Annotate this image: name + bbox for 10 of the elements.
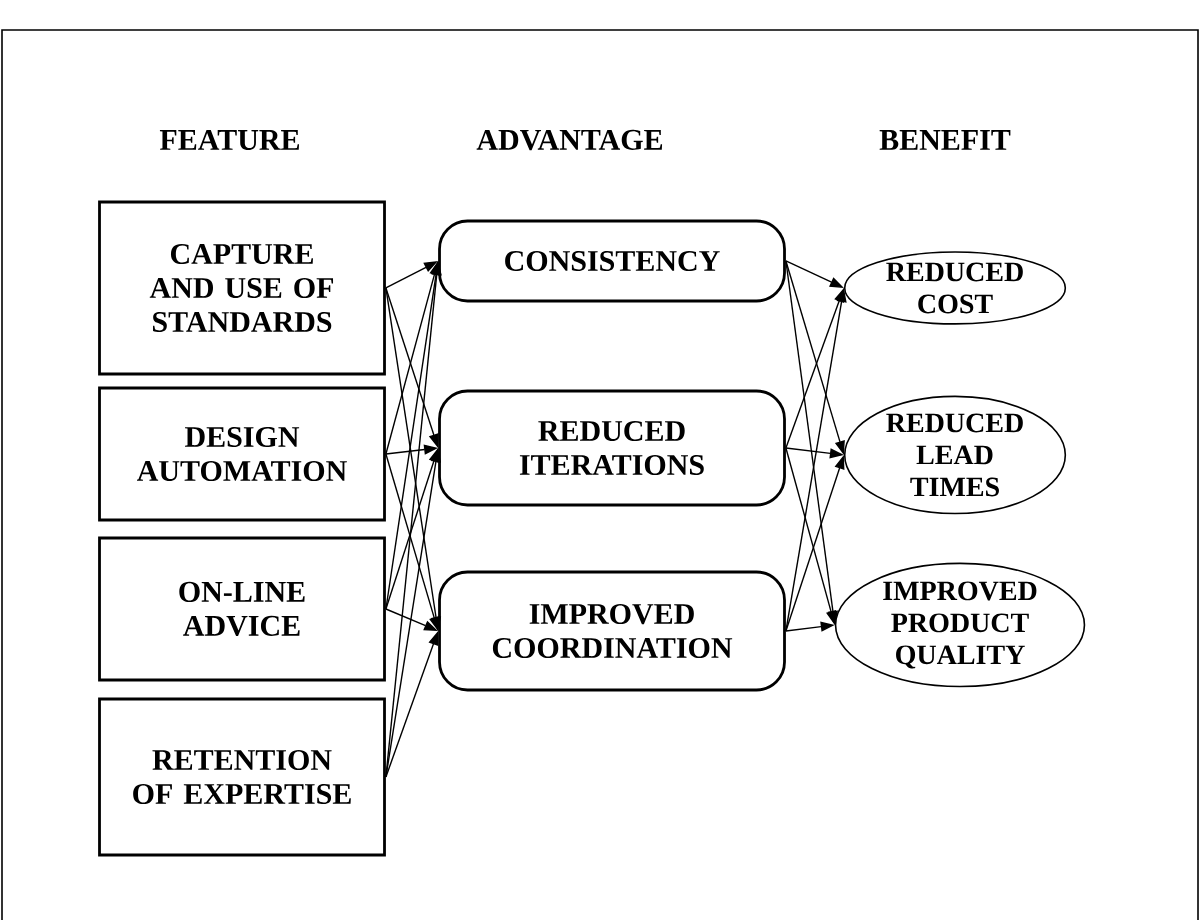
feature-box: ON-LINE ADVICE (98, 536, 386, 682)
advantage-box: IMPROVED COORDINATION (438, 570, 786, 692)
advantage-box: CONSISTENCY (438, 219, 786, 303)
feature-box: CAPTURE AND USE OF STANDARDS (98, 200, 386, 376)
feature-box: DESIGN AUTOMATION (98, 386, 386, 522)
column-heading: ADVANTAGE (476, 129, 663, 151)
column-heading: BENEFIT (879, 130, 1011, 150)
column-heading: FEATURE (159, 129, 299, 151)
feature-box: RETENTION OF EXPERTISE (98, 697, 386, 857)
advantage-box: REDUCED ITERATIONS (438, 389, 786, 507)
